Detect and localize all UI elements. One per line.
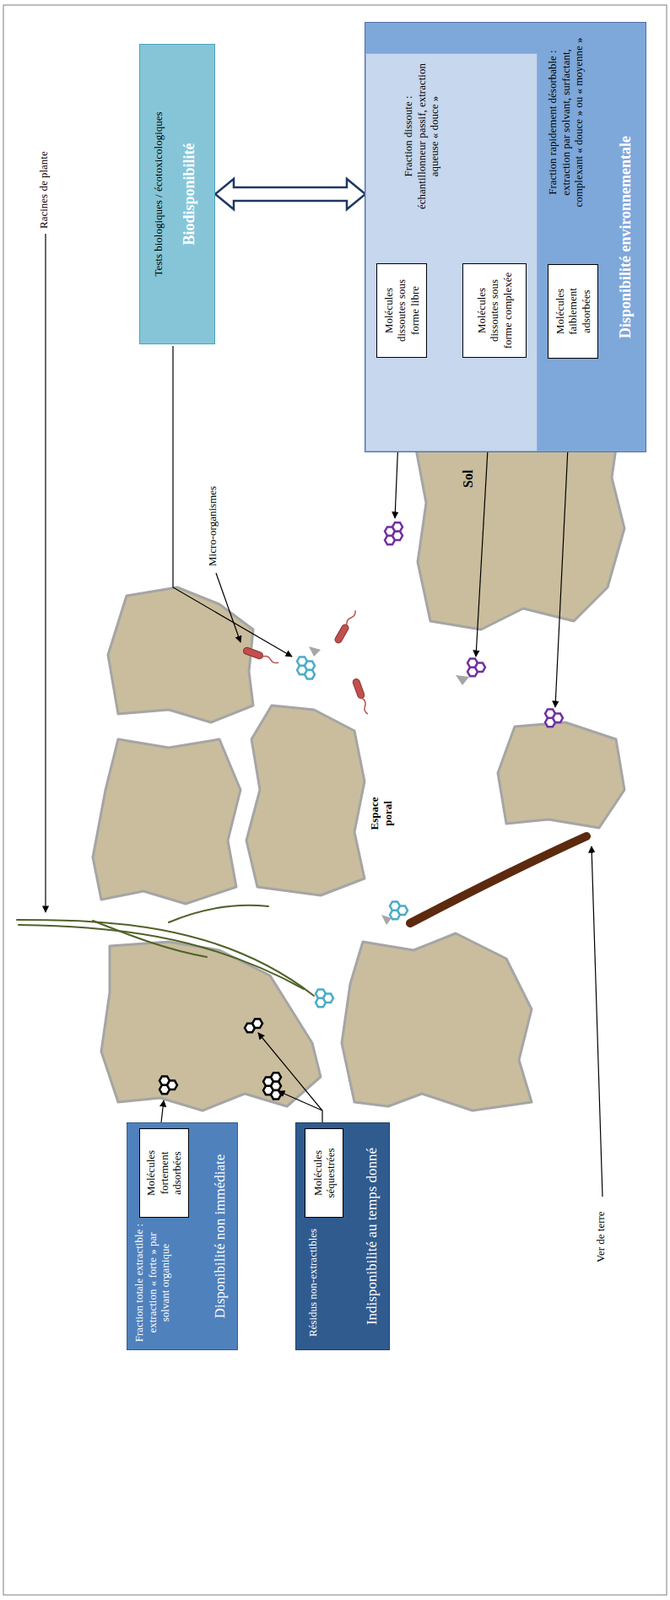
box-text: Molécules faiblement adsorbées bbox=[553, 268, 594, 355]
plant-root bbox=[16, 905, 314, 996]
box-text: Résidus non-extractibles bbox=[306, 1221, 320, 1345]
bioavailable-molecule bbox=[389, 901, 408, 919]
fraction-box: Molécules séquestrées bbox=[304, 1128, 344, 1218]
callout-label: Micro-organismes bbox=[205, 486, 220, 567]
soil-aggregate bbox=[92, 739, 241, 904]
complexed-dissolved-molecule bbox=[467, 658, 486, 676]
box-text: Tests biologiques / écotoxicologiques bbox=[151, 44, 166, 344]
organic-particle bbox=[455, 675, 470, 686]
root-strand bbox=[92, 920, 207, 957]
sequestered-molecule bbox=[263, 1072, 281, 1099]
earthworm bbox=[410, 836, 587, 924]
double-arrow-connector bbox=[215, 178, 366, 210]
free-dissolved-molecule bbox=[384, 522, 403, 545]
bacterium bbox=[334, 608, 359, 644]
availability-band: Molécules dissoutes sous forme libre Molé… bbox=[364, 21, 647, 453]
bacterium bbox=[351, 677, 372, 715]
callout-label: Ver de terre bbox=[594, 1210, 608, 1263]
leader-line bbox=[44, 233, 46, 913]
weakly-adsorbed-molecule bbox=[545, 708, 563, 727]
organic-particle bbox=[308, 646, 321, 657]
soil-aggregate bbox=[101, 941, 321, 1111]
sequestered-molecule bbox=[244, 1019, 263, 1033]
box-text: Molécules fortement adsorbées bbox=[144, 1132, 184, 1214]
soil-aggregate bbox=[341, 933, 532, 1111]
fraction-box: Molécules fortement adsorbées bbox=[139, 1128, 190, 1218]
strongly-adsorbed-molecule bbox=[159, 1075, 178, 1094]
availability-band: Molécules fortement adsorbéesFraction to… bbox=[126, 1122, 238, 1351]
micro-organisms bbox=[242, 608, 371, 715]
soil-aggregate bbox=[246, 705, 365, 896]
box-text: Fraction totale extractible : extraction… bbox=[132, 1221, 173, 1345]
root-strand bbox=[16, 919, 314, 996]
leader-line bbox=[258, 1032, 323, 1130]
leader-line bbox=[278, 1091, 323, 1111]
region-label: Espace poral bbox=[367, 786, 395, 841]
band-title: Disponibilité environnementale bbox=[616, 22, 636, 452]
band-title: Disponibilité non immédiate bbox=[211, 1123, 229, 1350]
fraction-box: Molécules dissoutes sous forme libre bbox=[376, 263, 427, 358]
fraction-box: Molécules dissoutes sous forme complexée bbox=[462, 263, 527, 358]
availability-band: Molécules séquestréesRésidus non-extract… bbox=[295, 1122, 390, 1351]
leader-line bbox=[216, 572, 241, 643]
leader-line bbox=[172, 345, 292, 657]
leader-line bbox=[591, 846, 603, 1197]
band-title: Biodisponibilité bbox=[180, 44, 200, 344]
dissolved-fraction-box: Molécules dissoutes sous forme libre Molé… bbox=[365, 53, 538, 452]
bioavailable-molecule bbox=[315, 988, 334, 1007]
box-text: Molécules dissoutes sous forme libre bbox=[382, 267, 422, 354]
bacterium bbox=[242, 646, 280, 666]
region-label: Sol bbox=[459, 470, 476, 488]
box-text: Fraction rapidement désorbable : extract… bbox=[545, 33, 586, 211]
callout-label: Racines de plante bbox=[37, 151, 51, 229]
bioavailable-molecule bbox=[297, 656, 315, 679]
root-strand bbox=[18, 924, 304, 989]
soil-aggregate bbox=[108, 587, 254, 723]
root-strand bbox=[168, 905, 269, 923]
box-text: Molécules séquestrées bbox=[311, 1132, 338, 1214]
box-text: Molécules dissoutes sous forme complexée bbox=[475, 267, 515, 354]
fraction-box: Molécules faiblement adsorbées bbox=[547, 264, 599, 359]
bioavailability-box: Tests biologiques / écotoxicologiques Bio… bbox=[139, 43, 216, 345]
soil-aggregate bbox=[497, 722, 625, 828]
band-title: Indisponibilité au temps donné bbox=[363, 1123, 381, 1350]
box-text: Fraction dissoute : échantillonneur pass… bbox=[401, 62, 442, 211]
organic-particle bbox=[381, 914, 392, 925]
page-frame bbox=[3, 5, 667, 1595]
